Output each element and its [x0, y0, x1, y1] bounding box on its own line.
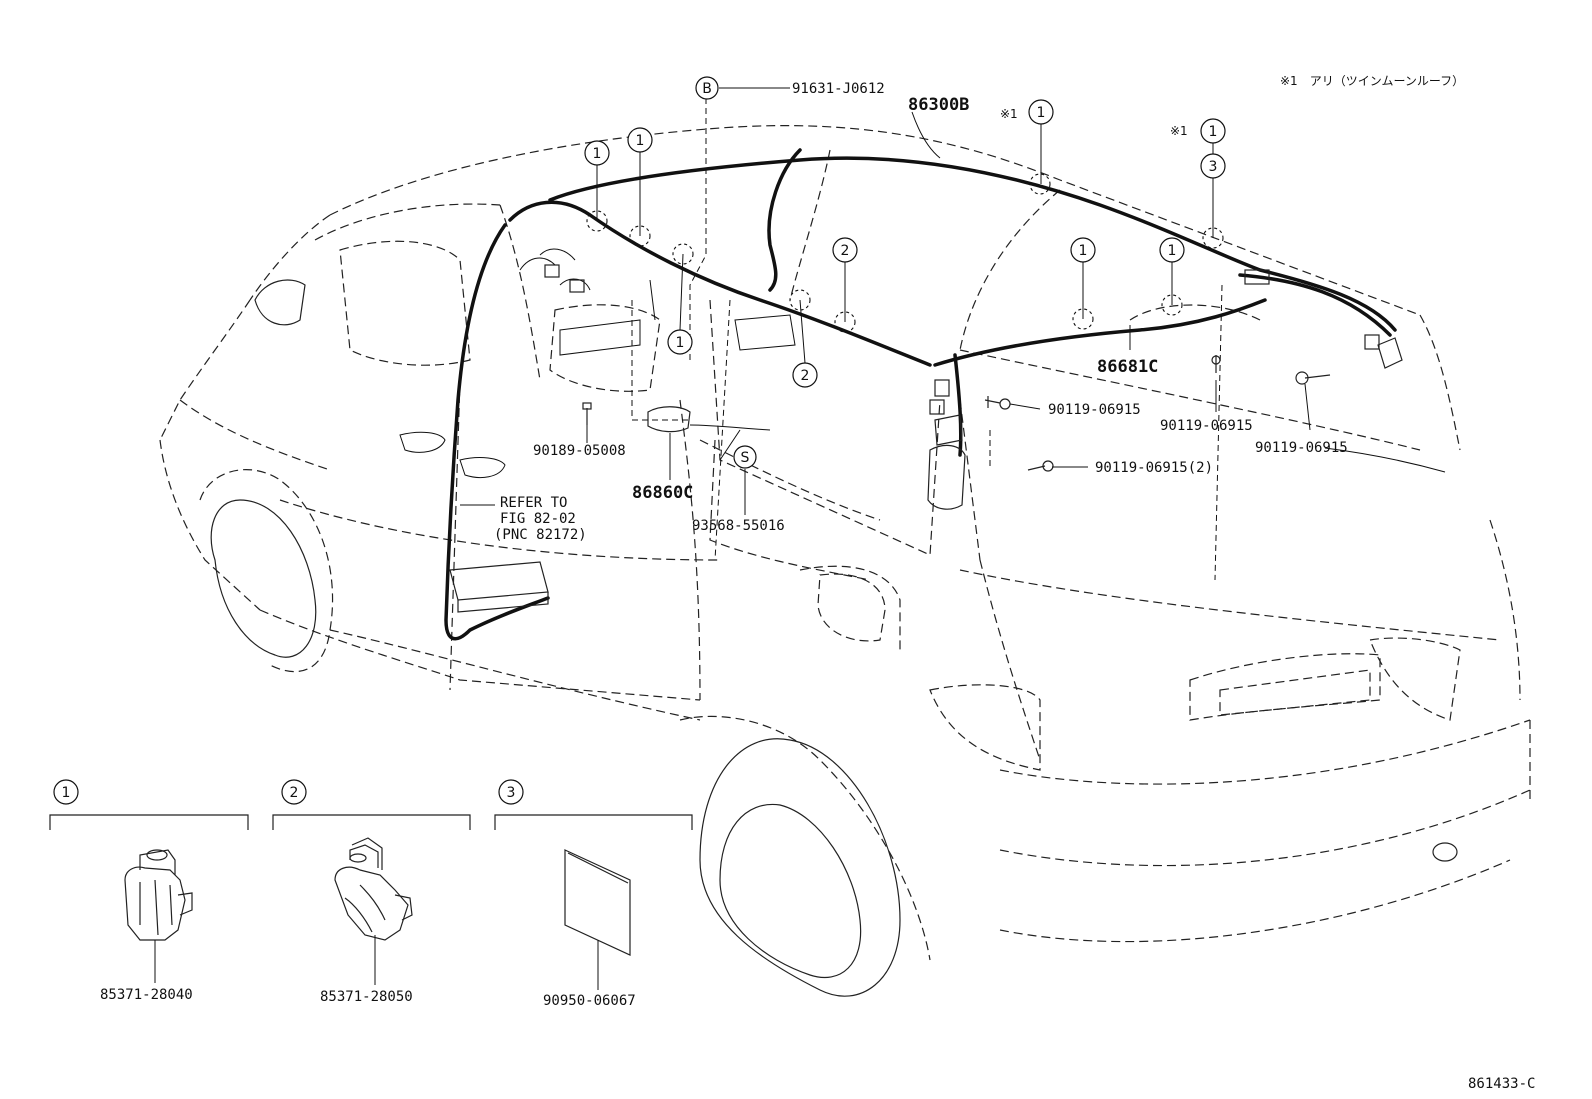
- callouts: B S 1 1 3 1 1 1 2 2 1 1 ※1 ※1: [584, 76, 1226, 469]
- callout-3: 3: [1200, 153, 1226, 179]
- legend-panel: 1 85371-28040 2: [49, 779, 693, 1009]
- svg-text:3: 3: [1209, 159, 1218, 175]
- callout-1: 1: [1070, 237, 1096, 263]
- part-label-86860c: 86860C: [632, 483, 693, 503]
- legend-part-90950-06067: 90950-06067: [543, 993, 636, 1009]
- callout-1: 1: [1200, 118, 1226, 144]
- callout-b: B: [695, 76, 719, 100]
- callout-1: 1: [584, 140, 610, 166]
- part-labels: ※1 アリ（ツインムーンルーフ） 91631-J0612 86300B 8668…: [494, 74, 1464, 543]
- svg-text:3: 3: [507, 785, 516, 801]
- legend-item-1: 1 85371-28040: [49, 779, 249, 1003]
- svg-text:2: 2: [841, 243, 850, 259]
- legend-part-85371-28040: 85371-28040: [100, 987, 193, 1003]
- svg-text:2: 2: [801, 368, 810, 384]
- callout-2: 2: [832, 237, 858, 263]
- svg-text:1: 1: [676, 335, 685, 351]
- svg-text:1: 1: [1168, 243, 1177, 259]
- refer-text-line1: REFER TO: [500, 495, 567, 511]
- figure-code: 861433-C: [1468, 1076, 1535, 1092]
- part-label-90189-05008: 90189-05008: [533, 443, 626, 459]
- clip-85371-28040-icon: [124, 849, 193, 941]
- refer-text-line3: (PNC 82172): [494, 527, 587, 543]
- part-label-90119-06915: 90119-06915: [1160, 418, 1253, 434]
- svg-text:1: 1: [1037, 105, 1046, 121]
- leader-lines: [460, 87, 1446, 581]
- clip-85371-28050-icon: [334, 837, 413, 941]
- svg-text:1: 1: [1079, 243, 1088, 259]
- svg-text:2: 2: [290, 785, 299, 801]
- tape-90950-06067-icon: [564, 849, 631, 956]
- part-label-90119-06915: 90119-06915: [1048, 402, 1141, 418]
- part-label-93568-55016: 93568-55016: [692, 518, 785, 534]
- legend-item-3: 3 90950-06067: [494, 779, 693, 1009]
- svg-text:B: B: [702, 81, 712, 97]
- callout-1: 1: [627, 127, 653, 153]
- callout-2: 2: [792, 362, 818, 388]
- callout-1: 1: [1159, 237, 1185, 263]
- vehicle-outline: [159, 125, 1531, 997]
- part-label-86681c: 86681C: [1097, 357, 1158, 377]
- svg-text:1: 1: [636, 133, 645, 149]
- callout-s: S: [733, 445, 757, 469]
- note-text: ※1 アリ（ツインムーンルーフ）: [1280, 74, 1464, 88]
- legend-item-2: 2 85371-28050: [272, 779, 471, 1005]
- star-note-mark: ※1: [1170, 124, 1188, 138]
- svg-text:1: 1: [62, 785, 71, 801]
- refer-text-line2: FIG 82-02: [500, 511, 576, 527]
- wire-harness: [444, 148, 1403, 641]
- svg-text:S: S: [741, 450, 750, 466]
- legend-part-85371-28050: 85371-28050: [320, 989, 413, 1005]
- svg-text:1: 1: [593, 146, 602, 162]
- star-note-mark: ※1: [1000, 107, 1018, 121]
- part-label-90119-06915-2: 90119-06915(2): [1095, 460, 1213, 476]
- callout-1: 1: [1028, 99, 1054, 125]
- clip-markers: [586, 173, 1224, 333]
- part-label-90119-06915: 90119-06915: [1255, 440, 1348, 456]
- svg-text:1: 1: [1209, 124, 1218, 140]
- part-label-91631-j0612: 91631-J0612: [792, 81, 885, 97]
- part-label-86300b: 86300B: [908, 95, 969, 115]
- callout-1: 1: [667, 329, 693, 355]
